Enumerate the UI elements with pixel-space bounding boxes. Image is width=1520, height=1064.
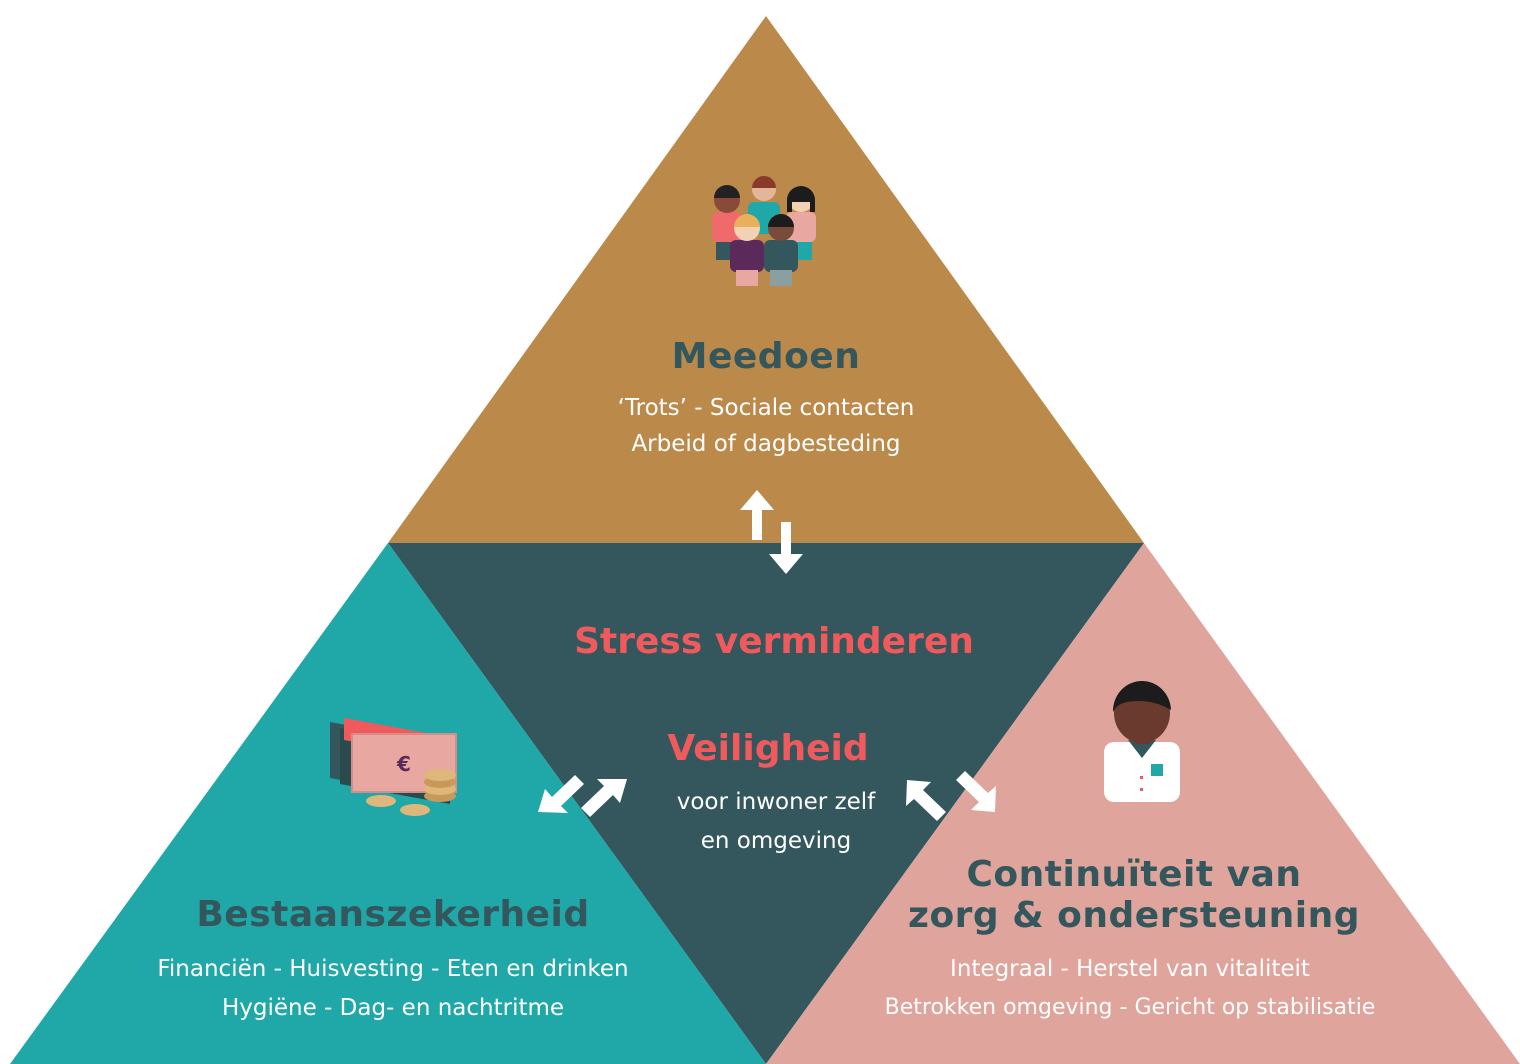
right-diagonal-arrows-icon <box>906 771 996 821</box>
veiligheid-title: Veiligheid <box>667 728 869 769</box>
group-of-people-icon <box>712 176 816 286</box>
continuiteit-line-1: Integraal - Herstel van vitaliteit <box>950 956 1310 982</box>
up-down-arrows-icon <box>740 490 803 574</box>
meedoen-title: Meedoen <box>671 336 861 377</box>
bestaanszekerheid-title: Bestaanszekerheid <box>196 894 590 935</box>
continuiteit-line-2: Betrokken omgeving - Gericht op stabilis… <box>884 995 1376 1020</box>
right-triangle-continuiteit <box>766 543 1520 1064</box>
meedoen-line-1: ‘Trots’ - Sociale contacten <box>617 395 915 421</box>
veiligheid-line-2: en omgeving <box>700 828 852 854</box>
care-worker-icon <box>1104 680 1180 802</box>
center-triangle-stress <box>388 543 1144 1064</box>
bestaanszekerheid-line-2: Hygiëne - Dag- en nachtritme <box>221 995 565 1021</box>
top-triangle-meedoen <box>388 16 1144 543</box>
bestaanszekerheid-line-1: Financiën - Huisvesting - Eten en drinke… <box>157 956 629 982</box>
left-diagonal-arrows-icon <box>538 775 627 817</box>
stress-verminderen-title: Stress verminderen <box>574 621 974 662</box>
continuiteit-title-line-1: Continuïteit van <box>966 854 1302 895</box>
svg-text:€: € <box>396 752 411 776</box>
money-euro-icon: € <box>330 718 457 816</box>
veiligheid-line-1: voor inwoner zelf <box>676 789 876 815</box>
meedoen-line-2: Arbeid of dagbesteding <box>631 431 901 457</box>
continuiteit-title-line-2: zorg & ondersteuning <box>907 895 1361 936</box>
